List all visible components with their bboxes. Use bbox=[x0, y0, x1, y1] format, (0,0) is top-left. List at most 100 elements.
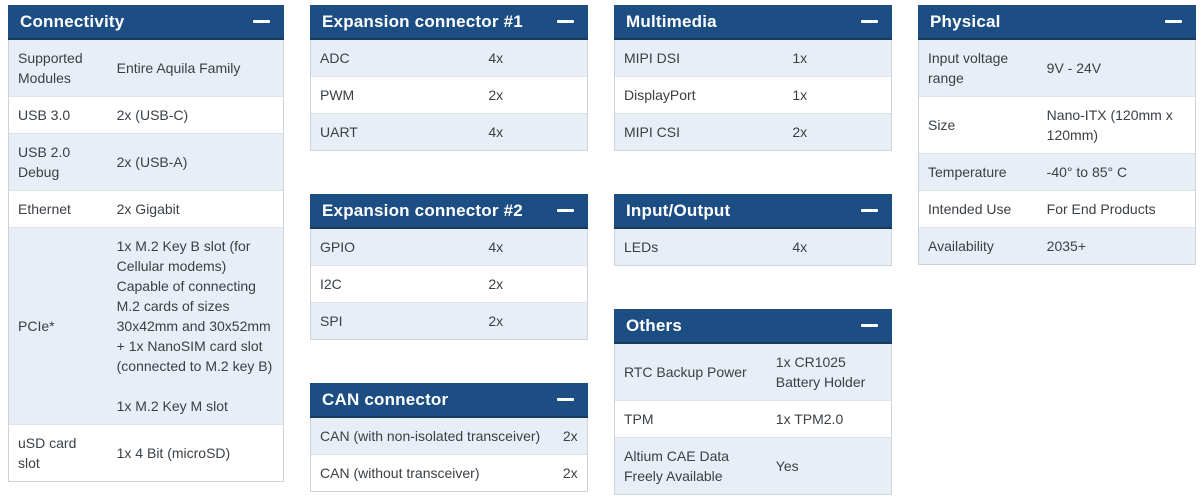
spec-value: 2x bbox=[792, 124, 808, 140]
panel-expansion-connector-1: Expansion connector #1 ADC 4x PWM 2x UAR… bbox=[310, 5, 588, 151]
spec-value: Yes bbox=[775, 458, 799, 474]
table-row: Ethernet 2x Gigabit bbox=[9, 190, 283, 227]
spec-value: Entire Aquila Family bbox=[116, 60, 241, 76]
table-row: USB 3.0 2x (USB-C) bbox=[9, 96, 283, 133]
panel-body: LEDs 4x bbox=[614, 229, 892, 266]
table-row: Altium CAE Data Freely Available Yes bbox=[615, 437, 891, 494]
table-row: MIPI CSI 2x bbox=[615, 113, 891, 150]
table-row: I2C 2x bbox=[311, 265, 587, 302]
spec-value: 2035+ bbox=[1046, 238, 1086, 254]
table-row: MIPI DSI 1x bbox=[615, 40, 891, 76]
spec-label: CAN (with non-isolated transceiver) bbox=[320, 428, 541, 444]
table-row: CAN (with non-isolated transceiver) 2x bbox=[311, 418, 587, 454]
spec-label: ADC bbox=[320, 50, 350, 66]
spec-label: Input voltage range bbox=[928, 50, 1009, 86]
spec-label: Ethernet bbox=[18, 201, 71, 217]
panel-body: ADC 4x PWM 2x UART 4x bbox=[310, 40, 588, 151]
spec-label: I2C bbox=[320, 276, 342, 292]
spec-label: Altium CAE Data Freely Available bbox=[624, 448, 730, 484]
spec-value: 1x TPM2.0 bbox=[775, 411, 844, 427]
spec-value: 1x M.2 Key B slot (for Cellular modems) … bbox=[116, 238, 273, 414]
collapse-minus-icon[interactable] bbox=[861, 324, 878, 327]
panel-header-input-output[interactable]: Input/Output bbox=[614, 194, 892, 229]
collapse-minus-icon[interactable] bbox=[557, 398, 574, 401]
spec-label: LEDs bbox=[624, 239, 659, 255]
table-row: Input voltage range 9V - 24V bbox=[919, 40, 1195, 96]
spec-label: Size bbox=[928, 117, 956, 133]
spec-label: MIPI DSI bbox=[624, 50, 681, 66]
table-row: Temperature -40° to 85° C bbox=[919, 153, 1195, 190]
table-row: SPI 2x bbox=[311, 302, 587, 339]
panel-others: Others RTC Backup Power 1x CR1025 Batter… bbox=[614, 309, 892, 495]
panel-title: Expansion connector #1 bbox=[322, 11, 523, 31]
panel-header-connectivity[interactable]: Connectivity bbox=[8, 5, 284, 40]
spec-label: PWM bbox=[320, 87, 355, 103]
spec-label: Intended Use bbox=[928, 201, 1012, 217]
spec-value: For End Products bbox=[1046, 201, 1156, 217]
spec-value: 2x bbox=[488, 87, 504, 103]
panel-input-output: Input/Output LEDs 4x bbox=[614, 194, 892, 266]
spec-value: 2x (USB-A) bbox=[116, 154, 188, 170]
panel-body: RTC Backup Power 1x CR1025 Battery Holde… bbox=[614, 344, 892, 495]
spec-label: CAN (without transceiver) bbox=[320, 465, 480, 481]
panel-header-physical[interactable]: Physical bbox=[918, 5, 1196, 40]
collapse-minus-icon[interactable] bbox=[1165, 20, 1182, 23]
spec-value: 1x CR1025 Battery Holder bbox=[775, 354, 866, 390]
spec-label: PCIe* bbox=[18, 318, 55, 334]
spec-label: GPIO bbox=[320, 239, 356, 255]
spec-label: RTC Backup Power bbox=[624, 364, 747, 380]
spec-label: SPI bbox=[320, 313, 343, 329]
spec-value: 1x bbox=[792, 87, 808, 103]
panel-title: Others bbox=[626, 315, 682, 335]
spec-label: USB 3.0 bbox=[18, 107, 71, 123]
table-row: LEDs 4x bbox=[615, 229, 891, 265]
table-row: uSD card slot 1x 4 Bit (microSD) bbox=[9, 424, 283, 481]
panel-header-others[interactable]: Others bbox=[614, 309, 892, 344]
collapse-minus-icon[interactable] bbox=[861, 20, 878, 23]
column-1: Connectivity Supported Modules Entire Aq… bbox=[8, 5, 284, 495]
panel-header-can-connector[interactable]: CAN connector bbox=[310, 383, 588, 418]
panel-title: Expansion connector #2 bbox=[322, 200, 523, 220]
column-2: Expansion connector #1 ADC 4x PWM 2x UAR… bbox=[310, 5, 588, 495]
spec-label: uSD card slot bbox=[18, 435, 77, 471]
spec-label: Availability bbox=[928, 238, 994, 254]
spec-value: 1x bbox=[792, 50, 808, 66]
spec-value: Nano-ITX (120mm x 120mm) bbox=[1046, 107, 1173, 143]
spec-label: UART bbox=[320, 124, 358, 140]
collapse-minus-icon[interactable] bbox=[861, 209, 878, 212]
panel-connectivity: Connectivity Supported Modules Entire Aq… bbox=[8, 5, 284, 482]
table-row: PCIe* 1x M.2 Key B slot (for Cellular mo… bbox=[9, 227, 283, 424]
column-3: Multimedia MIPI DSI 1x DisplayPort 1x MI… bbox=[614, 5, 892, 495]
panel-multimedia: Multimedia MIPI DSI 1x DisplayPort 1x MI… bbox=[614, 5, 892, 151]
spec-value: 1x 4 Bit (microSD) bbox=[116, 445, 231, 461]
table-row: Intended Use For End Products bbox=[919, 190, 1195, 227]
collapse-minus-icon[interactable] bbox=[557, 209, 574, 212]
table-row: PWM 2x bbox=[311, 76, 587, 113]
panel-header-expansion-connector-2[interactable]: Expansion connector #2 bbox=[310, 194, 588, 229]
spec-label: DisplayPort bbox=[624, 87, 696, 103]
table-row: USB 2.0 Debug 2x (USB-A) bbox=[9, 133, 283, 190]
spec-value: 2x bbox=[488, 313, 504, 329]
collapse-minus-icon[interactable] bbox=[253, 20, 270, 23]
column-4: Physical Input voltage range 9V - 24V Si… bbox=[918, 5, 1196, 495]
spec-value: 4x bbox=[488, 124, 504, 140]
collapse-minus-icon[interactable] bbox=[557, 20, 574, 23]
table-row: GPIO 4x bbox=[311, 229, 587, 265]
panel-header-expansion-connector-1[interactable]: Expansion connector #1 bbox=[310, 5, 588, 40]
spec-value: 4x bbox=[792, 239, 808, 255]
table-row: ADC 4x bbox=[311, 40, 587, 76]
panel-body: Supported Modules Entire Aquila Family U… bbox=[8, 40, 284, 482]
panel-can-connector: CAN connector CAN (with non-isolated tra… bbox=[310, 383, 588, 492]
spec-value: 2x bbox=[488, 276, 504, 292]
panel-body: MIPI DSI 1x DisplayPort 1x MIPI CSI 2x bbox=[614, 40, 892, 151]
panel-title: CAN connector bbox=[322, 389, 449, 409]
spec-label: Temperature bbox=[928, 164, 1007, 180]
spec-value: 2x bbox=[562, 465, 578, 481]
panel-header-multimedia[interactable]: Multimedia bbox=[614, 5, 892, 40]
spec-value: 2x (USB-C) bbox=[116, 107, 189, 123]
table-row: TPM 1x TPM2.0 bbox=[615, 400, 891, 437]
table-row: RTC Backup Power 1x CR1025 Battery Holde… bbox=[615, 344, 891, 400]
spec-label: USB 2.0 Debug bbox=[18, 144, 71, 180]
table-row: Supported Modules Entire Aquila Family bbox=[9, 40, 283, 96]
